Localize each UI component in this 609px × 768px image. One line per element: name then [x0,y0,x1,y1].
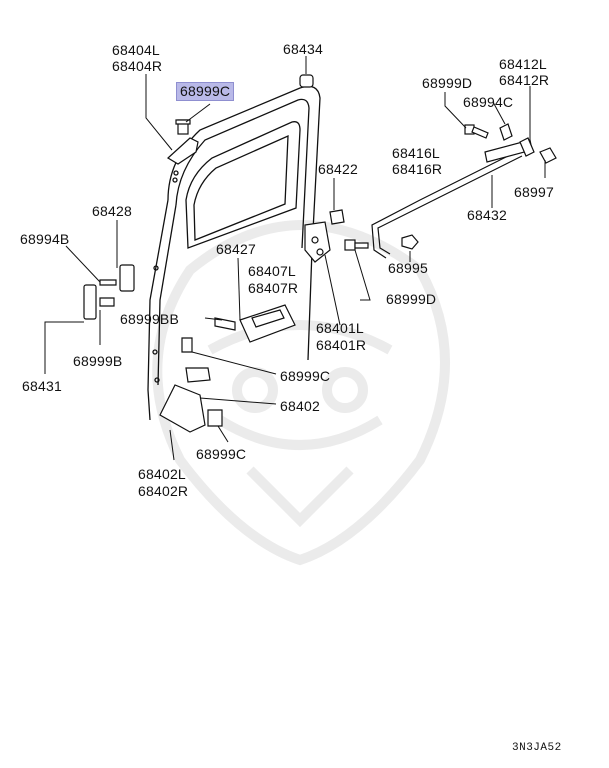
label-68416-L[interactable]: 68416L [392,145,440,161]
label-68432[interactable]: 68432 [467,207,507,223]
label-68402-L[interactable]: 68402L [138,466,186,482]
diagram-code: 3N3JA52 [512,742,562,754]
label-68412-R[interactable]: 68412R [499,72,550,88]
label-68402[interactable]: 68402 [280,398,320,414]
label-68402-R[interactable]: 68402R [138,483,189,499]
label-68412-L[interactable]: 68412L [499,56,547,72]
label-68416-R[interactable]: 68416R [392,161,443,177]
label-68999D-mid[interactable]: 68999D [386,291,437,307]
label-68997[interactable]: 68997 [514,184,554,200]
part-68999C-mid-sketch [181,337,193,353]
part-68999BB-sketch [214,317,236,331]
leader-lines [44,56,546,461]
part-68428-sketch [99,264,135,292]
label-68999BB[interactable]: 68999BB [120,311,180,327]
part-68431-sketch [83,284,97,320]
part-68412-sketch [519,137,535,157]
label-68407-L[interactable]: 68407L [248,263,296,279]
label-68427[interactable]: 68427 [216,241,256,257]
label-68404-R[interactable]: 68404R [112,58,163,74]
label-68995[interactable]: 68995 [388,260,428,276]
label-68999D-top[interactable]: 68999D [422,75,473,91]
part-68994C-sketch [499,123,513,141]
label-68428[interactable]: 68428 [92,203,132,219]
part-68999B-sketch [99,297,115,307]
part-68407-sketch [239,304,296,343]
label-68422[interactable]: 68422 [318,161,358,177]
part-68434-sketch [299,74,314,88]
part-68404-sketch [166,119,199,165]
label-68401-L[interactable]: 68401L [316,320,364,336]
label-68401-R[interactable]: 68401R [316,337,367,353]
label-68404-L[interactable]: 68404L [112,42,160,58]
label-68434[interactable]: 68434 [283,41,323,57]
label-68999B[interactable]: 68999B [73,353,123,369]
part-68999D-mid-sketch [344,239,369,251]
label-68431[interactable]: 68431 [22,378,62,394]
label-68999C-highlighted[interactable]: 68999C [176,82,235,101]
part-68402-sketch [159,367,211,433]
part-68999D-top-sketch [464,124,489,139]
label-68407-R[interactable]: 68407R [248,280,299,296]
part-68422-sketch [329,209,345,225]
label-68999C-mid[interactable]: 68999C [280,368,331,384]
part-68999C-bottom-sketch [207,409,223,427]
part-68401-sketch [304,221,331,263]
label-68994C[interactable]: 68994C [463,94,514,110]
part-68997-sketch [539,147,557,164]
label-68994B[interactable]: 68994B [20,231,70,247]
watermark-emblem [152,220,450,566]
part-68995-sketch [401,234,419,250]
label-68999C-bottom[interactable]: 68999C [196,446,247,462]
door-panel [147,85,321,421]
